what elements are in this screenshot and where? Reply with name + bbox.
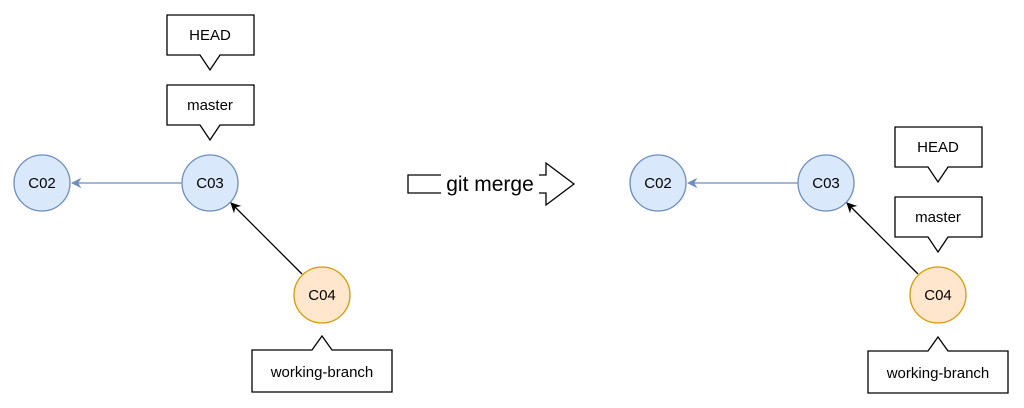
- commit-label: C03: [812, 175, 840, 192]
- commit-label: C04: [308, 287, 336, 304]
- working-branch-callout: working-branch: [867, 335, 1009, 394]
- master-label: master: [187, 97, 233, 114]
- commit-node-c03: C03: [797, 154, 855, 212]
- commit-node-c04: C04: [293, 266, 351, 324]
- working-branch-callout: working-branch: [251, 334, 393, 393]
- commit-node-c04: C04: [909, 266, 967, 324]
- head-label: HEAD: [189, 27, 231, 44]
- commit-node-c02: C02: [13, 154, 71, 212]
- git-merge-label: git merge: [446, 173, 534, 196]
- master-label: master: [915, 209, 961, 226]
- commit-label: C03: [196, 175, 224, 192]
- commit-node-c03: C03: [181, 154, 239, 212]
- edge-c04-to-c03: [230, 202, 303, 275]
- commit-label: C02: [644, 175, 672, 192]
- head-callout: HEAD: [166, 14, 255, 72]
- master-branch-callout: master: [894, 196, 983, 254]
- commit-label: C04: [924, 287, 952, 304]
- commit-node-c02: C02: [629, 154, 687, 212]
- git-merge-arrow: git merge: [407, 161, 576, 207]
- before-state: C02 C03 C04 HEAD master working-branch: [13, 14, 393, 393]
- head-label: HEAD: [917, 139, 959, 156]
- head-callout: HEAD: [894, 126, 983, 184]
- edge-c04-to-c03: [846, 202, 919, 275]
- after-state: C02 C03 C04 HEAD master working-branch: [629, 126, 1009, 394]
- working-branch-label: working-branch: [270, 364, 374, 381]
- working-branch-label: working-branch: [886, 365, 990, 382]
- master-branch-callout: master: [166, 84, 255, 142]
- commit-label: C02: [28, 175, 56, 192]
